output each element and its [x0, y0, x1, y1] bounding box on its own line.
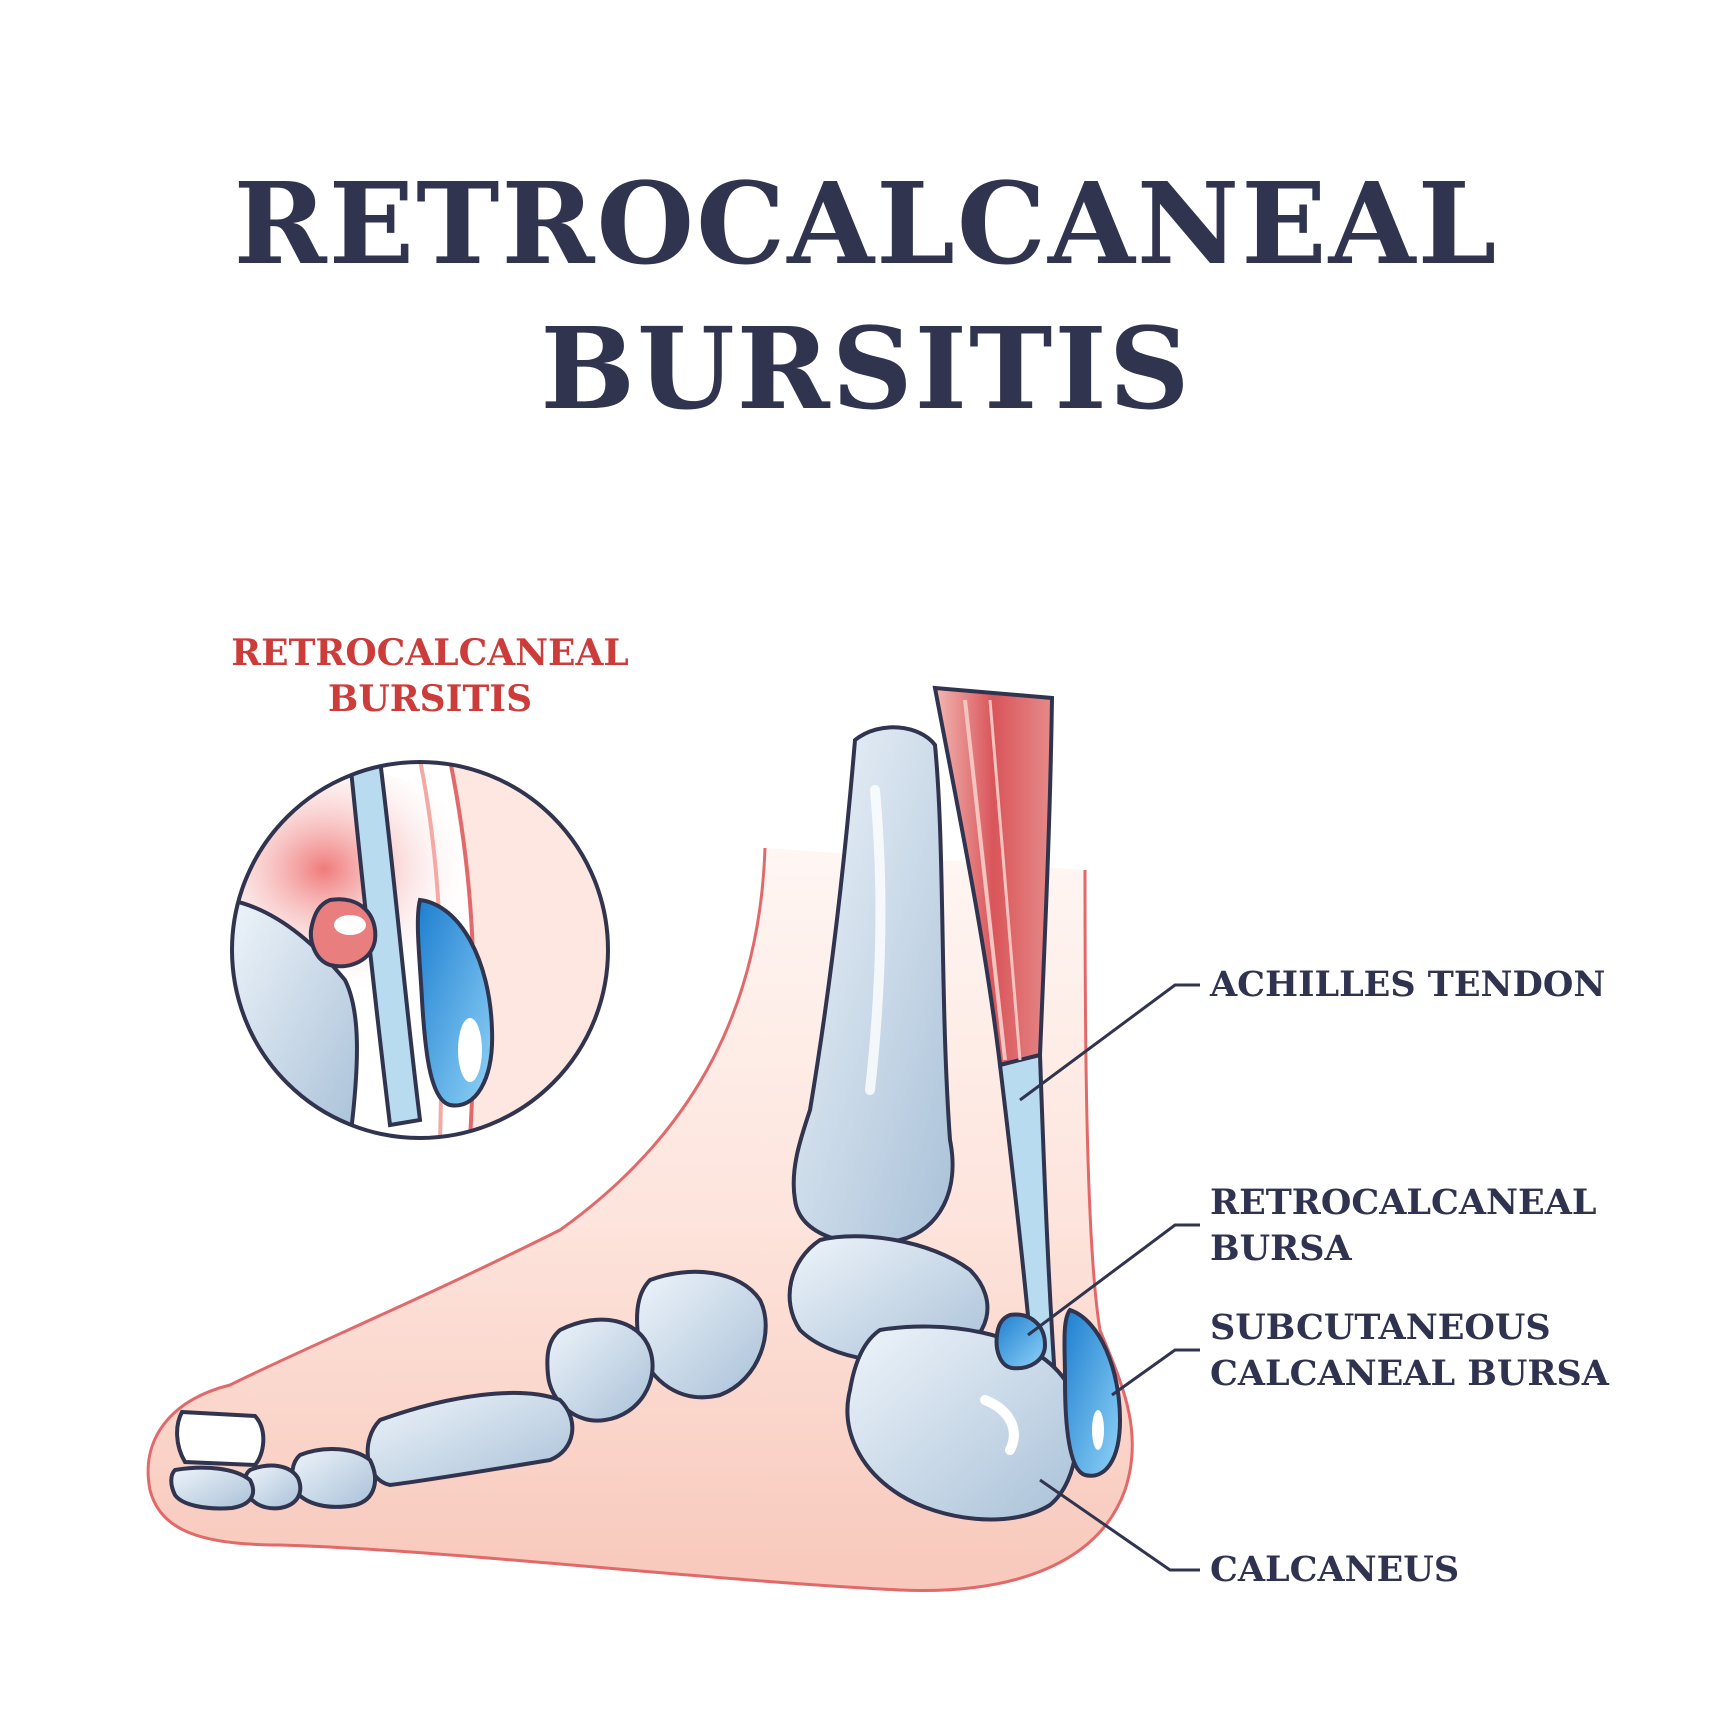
label-retrocalcaneal-bursa-line-2: BURSA — [1210, 1228, 1352, 1269]
inset-title: RETROCALCANEAL BURSITIS — [200, 630, 660, 722]
subcutaneous-calcaneal-bursa — [1062, 1307, 1123, 1478]
leader-retro-bursa — [1027, 1223, 1200, 1337]
inset-title-line-1: RETROCALCANEAL — [231, 632, 629, 674]
inset-zoom-circle — [230, 760, 610, 1140]
tibia-bone — [791, 725, 955, 1246]
leader-calcaneus — [1039, 1478, 1200, 1572]
leader-achilles — [1019, 983, 1200, 1102]
achilles-tendon-muscle — [932, 685, 1063, 1455]
label-calcaneus-text: CALCANEUS — [1210, 1549, 1460, 1590]
label-calcaneus: CALCANEUS — [1210, 1547, 1459, 1593]
retrocalcaneal-bursa — [994, 1312, 1048, 1371]
main-title-line-1: RETROCALCANEAL — [233, 159, 1499, 290]
leader-lines — [1019, 983, 1200, 1572]
inset-title-line-2: BURSITIS — [327, 678, 533, 720]
leader-subcut-bursa — [1111, 1348, 1200, 1397]
label-retrocalcaneal-bursa-line-1: RETROCALCANEAL — [1210, 1182, 1597, 1223]
label-retrocalcaneal-bursa: RETROCALCANEAL BURSA — [1210, 1180, 1596, 1272]
main-title-line-2: BURSITIS — [540, 304, 1192, 435]
label-subcutaneous-bursa-line-2: CALCANEAL BURSA — [1210, 1353, 1609, 1394]
foot-bones — [169, 1234, 1079, 1522]
label-subcutaneous-calcaneal-bursa: SUBCUTANEOUS CALCANEAL BURSA — [1210, 1305, 1609, 1397]
label-achilles-tendon: ACHILLES TENDON — [1210, 962, 1605, 1008]
label-subcutaneous-bursa-line-1: SUBCUTANEOUS — [1210, 1307, 1551, 1348]
label-achilles-tendon-text: ACHILLES TENDON — [1210, 964, 1606, 1005]
